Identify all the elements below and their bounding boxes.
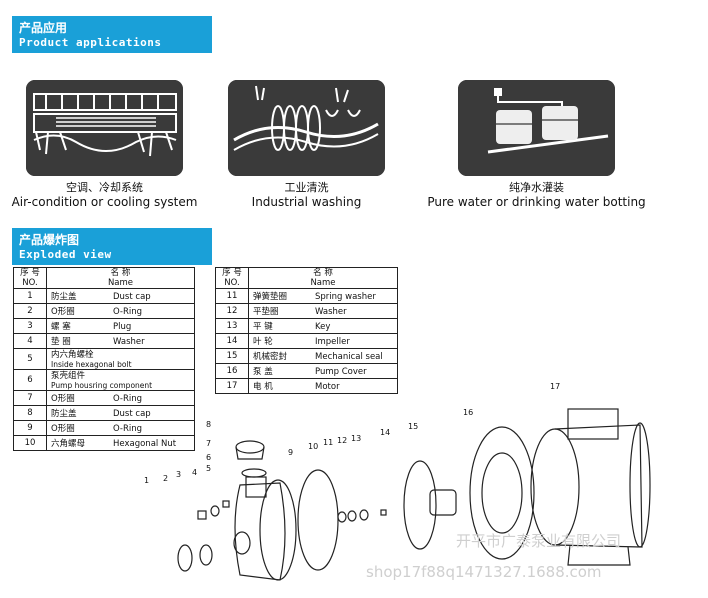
diagram-label-3: 3 xyxy=(176,470,181,479)
diagram-label-7: 7 xyxy=(206,439,211,448)
diagram-label-10: 10 xyxy=(308,442,318,451)
section-title-en: Exploded view xyxy=(19,248,112,261)
section-header-exploded: 产品爆炸图 Exploded view xyxy=(12,228,212,265)
watermark-shop-url: shop17f88q1471327.1688.com xyxy=(366,563,602,581)
diagram-label-8: 8 xyxy=(206,420,211,429)
diagram-label-4: 4 xyxy=(192,468,197,477)
section-title-zh: 产品爆炸图 xyxy=(19,233,80,247)
industrial-washing-icon xyxy=(228,80,385,176)
part-4-washer xyxy=(210,505,220,517)
part-9-o-ring xyxy=(297,469,339,571)
part-15-mechanical-seal xyxy=(429,489,457,516)
diagram-label-2: 2 xyxy=(163,474,168,483)
watermark-company: 开平市广泰泵业有限公司 xyxy=(456,532,622,550)
section-title-zh: 产品应用 xyxy=(19,21,68,35)
diagram-label-16: 16 xyxy=(463,408,473,417)
part-2-o-ring xyxy=(199,544,213,566)
part-12-washer xyxy=(359,509,369,521)
diagram-label-6: 6 xyxy=(206,453,211,462)
part-5-bolt xyxy=(222,500,230,508)
exploded-diagram: 1 2 3 4 5 6 7 8 9 10 11 12 13 14 15 16 1… xyxy=(144,382,651,581)
diagram-label-15: 15 xyxy=(408,422,418,431)
diagram-label-5: 5 xyxy=(206,464,211,473)
section-header-applications: 产品应用 Product applications xyxy=(12,16,212,53)
air-conditioner-icon xyxy=(26,80,183,176)
part-7-o-ring xyxy=(241,468,267,478)
part-14-impeller xyxy=(403,460,437,550)
part-10-nut xyxy=(337,511,347,523)
water-bottling-icon xyxy=(458,80,615,176)
application-caption-bottling: 纯净水灌装 Pure water or drinking water botti… xyxy=(427,181,646,209)
part-3-plug xyxy=(197,510,207,520)
diagram-label-12: 12 xyxy=(337,436,347,445)
part-1-dust-cap xyxy=(177,544,193,572)
part-8-dust-cap xyxy=(235,440,265,454)
diagram-label-11: 11 xyxy=(323,438,333,447)
part-6-pump-housing xyxy=(233,476,297,581)
part-16-pump-cover xyxy=(469,426,535,560)
diagram-label-17: 17 xyxy=(550,382,560,391)
part-11-spring-washer xyxy=(347,510,357,522)
application-caption-washing: 工业清洗 Industrial washing xyxy=(251,181,362,209)
section-title-en: Product applications xyxy=(19,36,162,49)
diagram-label-14: 14 xyxy=(380,428,390,437)
diagram-label-1: 1 xyxy=(144,476,149,485)
application-caption-cooling: 空调、冷却系统 Air-condition or cooling system xyxy=(11,181,198,209)
diagram-label-13: 13 xyxy=(351,434,361,443)
part-13-key xyxy=(380,509,387,516)
diagram-label-9: 9 xyxy=(288,448,293,457)
part-17-motor xyxy=(530,408,651,566)
